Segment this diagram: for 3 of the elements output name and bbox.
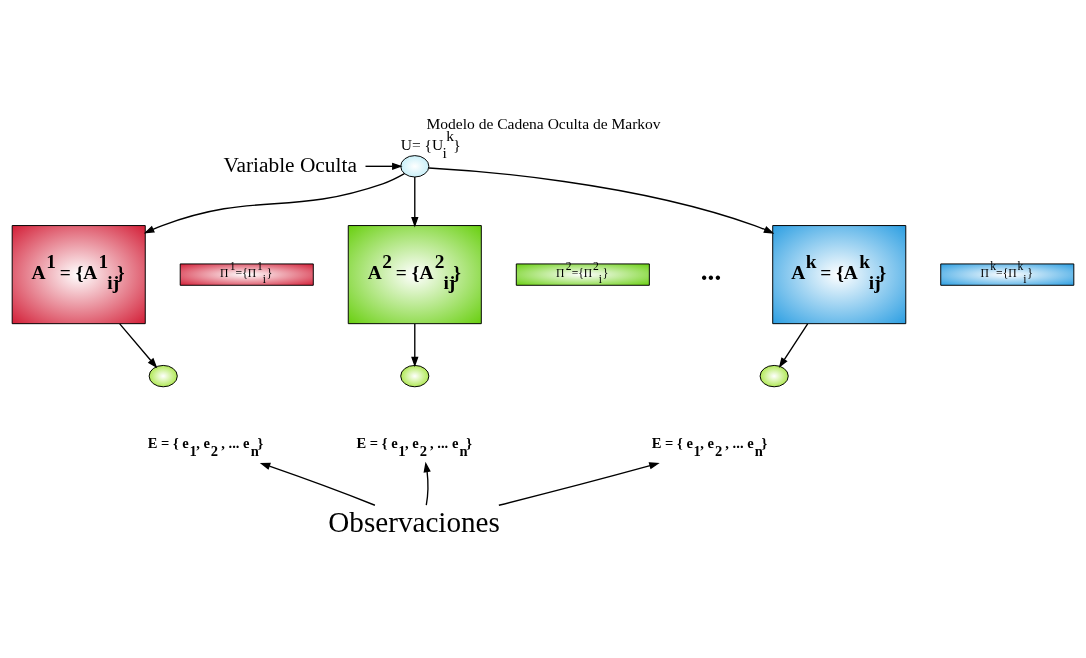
node-text: Variable Oculta: [223, 152, 357, 177]
label: ...: [700, 256, 722, 287]
node-text: Observaciones: [328, 506, 500, 539]
